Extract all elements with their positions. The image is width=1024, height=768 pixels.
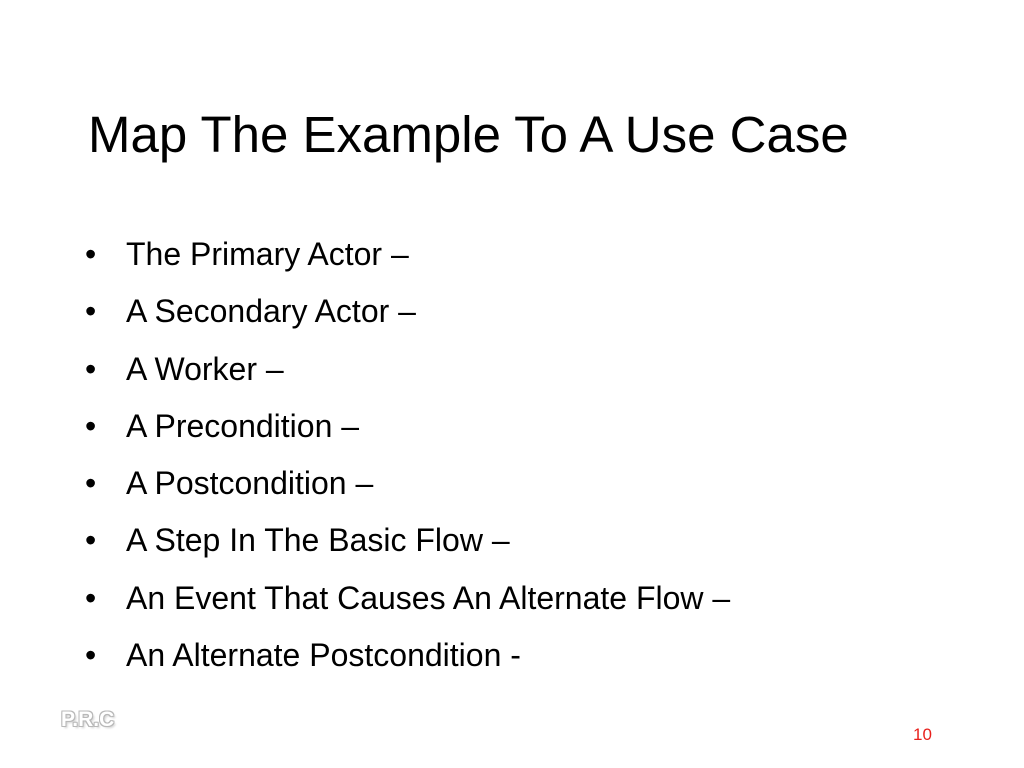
bullet-text: An Event That Causes An Alternate Flow – <box>126 579 731 616</box>
bullet-icon: • <box>85 236 97 272</box>
bullet-icon: • <box>85 350 97 387</box>
bullet-text: A Step In The Basic Flow – <box>126 522 510 559</box>
slide-title: Map The Example To A Use Case <box>88 106 849 163</box>
logo: P.R.C <box>61 708 115 731</box>
bullet-icon: • <box>85 407 97 444</box>
bullet-icon: • <box>85 522 97 559</box>
bullet-icon: • <box>85 465 97 502</box>
bullet-text: An Alternate Postcondition - <box>126 637 521 674</box>
bullet-text: A Worker – <box>126 350 284 387</box>
bullet-text: A Postcondition – <box>126 465 374 502</box>
bullet-text: A Secondary Actor – <box>126 293 416 330</box>
bullet-icon: • <box>85 579 97 616</box>
page-number: 10 <box>913 725 932 744</box>
bullet-icon: • <box>85 637 97 674</box>
bullet-text: The Primary Actor – <box>126 236 409 272</box>
bullet-text: A Precondition – <box>126 407 360 444</box>
bullet-icon: • <box>85 293 97 330</box>
